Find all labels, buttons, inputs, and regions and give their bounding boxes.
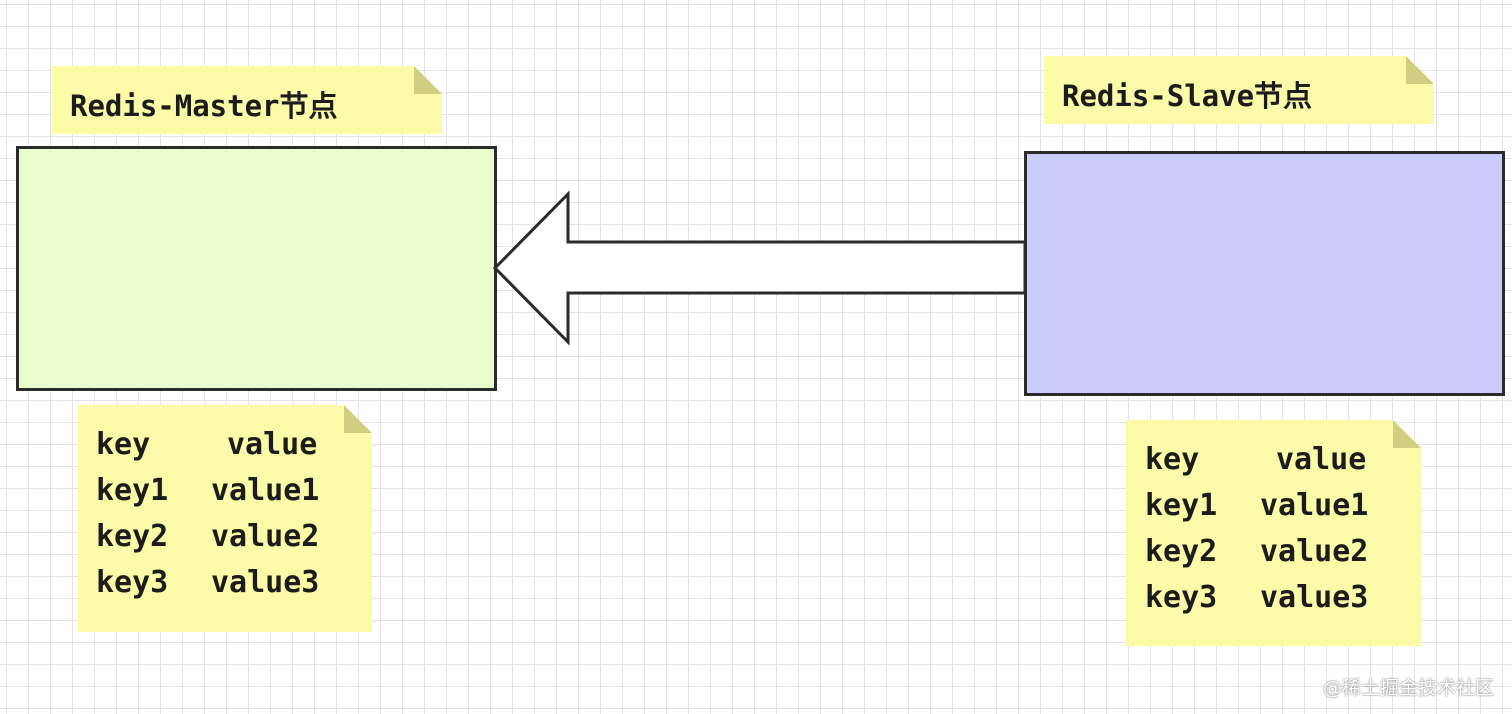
kv-row: key1 value1: [96, 468, 319, 514]
master-kv-table: key value key1 value1 key2 value2 key3 value…: [96, 422, 319, 606]
kv-header-value: value: [1276, 442, 1367, 477]
kv-value: value2: [211, 519, 320, 554]
kv-value: value3: [1260, 580, 1369, 615]
kv-value: value3: [211, 565, 320, 600]
kv-row: key2 value2: [96, 514, 319, 560]
kv-row: key3 value3: [1145, 575, 1368, 621]
slave-title-note: Redis-Slave节点: [1044, 56, 1434, 124]
replication-arrow: [492, 190, 1027, 346]
kv-key: key1: [1145, 488, 1218, 523]
kv-header-key: key: [96, 427, 151, 462]
kv-key: key3: [1145, 580, 1218, 615]
kv-key: key2: [96, 519, 169, 554]
kv-header-value: value: [227, 427, 318, 462]
kv-value: value2: [1260, 534, 1369, 569]
kv-header-key: key: [1145, 442, 1200, 477]
kv-row: key1 value1: [1145, 483, 1368, 529]
kv-header-row: key value: [1145, 437, 1368, 483]
kv-value: value1: [1260, 488, 1369, 523]
kv-row: key3 value3: [96, 560, 319, 606]
slave-title: Redis-Slave节点: [1062, 79, 1313, 113]
kv-row: key2 value2: [1145, 529, 1368, 575]
master-title: Redis-Master节点: [70, 89, 338, 123]
slave-kv-table: key value key1 value1 key2 value2 key3 value…: [1145, 437, 1368, 621]
slave-data-note: key value key1 value1 key2 value2 key3 value…: [1126, 420, 1421, 646]
slave-node-box: [1024, 151, 1505, 396]
kv-key: key1: [96, 473, 169, 508]
kv-key: key2: [1145, 534, 1218, 569]
kv-key: key3: [96, 565, 169, 600]
kv-value: value1: [211, 473, 320, 508]
master-node-box: [16, 146, 497, 391]
kv-header-row: key value: [96, 422, 319, 468]
master-data-note: key value key1 value1 key2 value2 key3 value…: [78, 405, 372, 632]
watermark: @稀土掘金技术社区: [1322, 677, 1494, 699]
